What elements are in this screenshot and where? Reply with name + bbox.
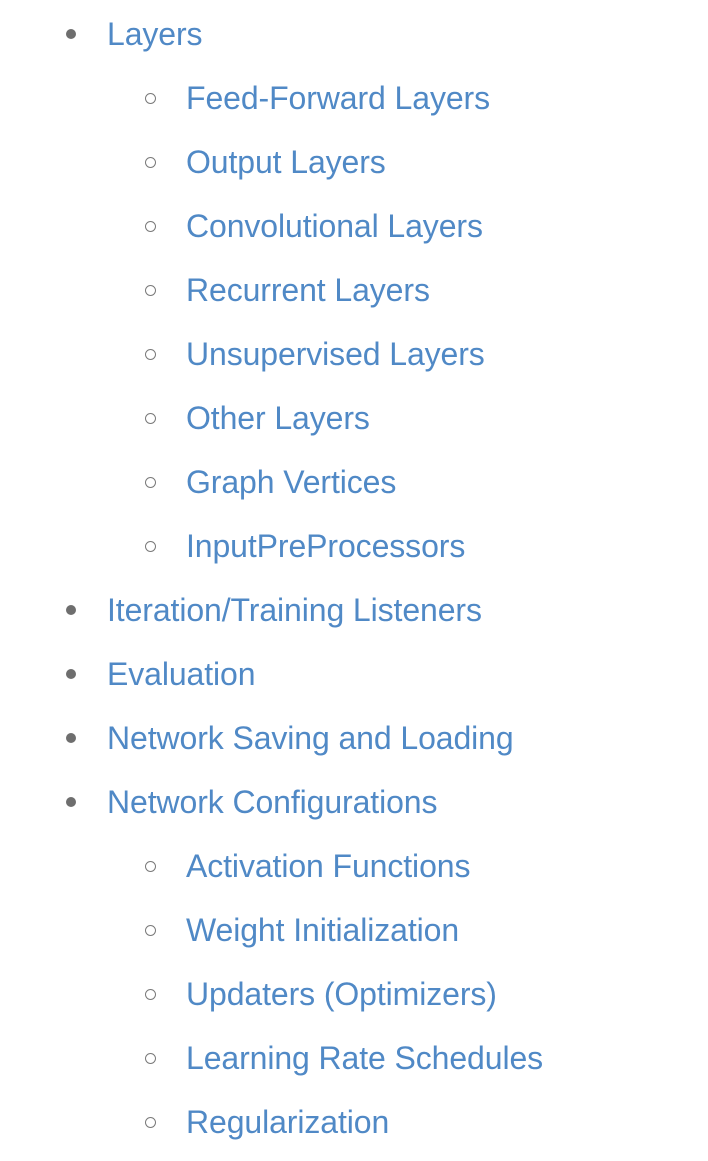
toc-item-network-saving-and-loading[interactable]: Network Saving and Loading [0,706,708,770]
toc-link-inputpreprocessors[interactable]: InputPreProcessors [186,528,466,564]
toc-subitem-graph-vertices[interactable]: Graph Vertices [0,450,708,514]
bullet-circle-icon [145,284,156,296]
toc-item-evaluation[interactable]: Evaluation [0,642,708,706]
toc-item-iteration-training-listeners[interactable]: Iteration/Training Listeners [0,578,708,642]
toc-link-activation-functions[interactable]: Activation Functions [186,848,471,884]
toc-subitem-feed-forward-layers[interactable]: Feed-Forward Layers [0,66,708,130]
bullet-circle-icon [145,1052,156,1064]
bullet-circle-icon [145,924,156,936]
toc-subitem-activation-functions[interactable]: Activation Functions [0,834,708,898]
toc-link-feed-forward-layers[interactable]: Feed-Forward Layers [186,80,490,116]
toc-link-network-configurations[interactable]: Network Configurations [107,784,438,820]
bullet-circle-icon [145,1116,156,1128]
toc-item-network-configurations[interactable]: Network Configurations [0,770,708,834]
bullet-disc-icon [66,605,76,615]
toc-link-recurrent-layers[interactable]: Recurrent Layers [186,272,430,308]
bullet-circle-icon [145,348,156,360]
toc-subitem-unsupervised-layers[interactable]: Unsupervised Layers [0,322,708,386]
bullet-circle-icon [145,860,156,872]
toc-link-convolutional-layers[interactable]: Convolutional Layers [186,208,483,244]
toc-link-learning-rate-schedules[interactable]: Learning Rate Schedules [186,1040,544,1076]
bullet-disc-icon [66,797,76,807]
toc-subitem-convolutional-layers[interactable]: Convolutional Layers [0,194,708,258]
toc-link-regularization[interactable]: Regularization [186,1104,390,1140]
bullet-circle-icon [145,156,156,168]
toc-subitem-regularization[interactable]: Regularization [0,1090,708,1154]
toc-link-layers[interactable]: Layers [107,16,203,52]
toc-link-updaters-optimizers[interactable]: Updaters (Optimizers) [186,976,497,1012]
bullet-disc-icon [66,29,76,39]
bullet-circle-icon [145,412,156,424]
toc-link-other-layers[interactable]: Other Layers [186,400,370,436]
toc-link-unsupervised-layers[interactable]: Unsupervised Layers [186,336,485,372]
toc-subitem-updaters-optimizers[interactable]: Updaters (Optimizers) [0,962,708,1026]
bullet-circle-icon [145,540,156,552]
bullet-circle-icon [145,476,156,488]
toc-subitem-inputpreprocessors[interactable]: InputPreProcessors [0,514,708,578]
toc-subitem-output-layers[interactable]: Output Layers [0,130,708,194]
bullet-circle-icon [145,220,156,232]
toc-link-output-layers[interactable]: Output Layers [186,144,386,180]
toc-link-network-saving-and-loading[interactable]: Network Saving and Loading [107,720,514,756]
bullet-disc-icon [66,669,76,679]
bullet-circle-icon [145,988,156,1000]
bullet-disc-icon [66,733,76,743]
toc-item-layers[interactable]: Layers [0,2,708,66]
toc-link-iteration-training-listeners[interactable]: Iteration/Training Listeners [107,592,482,628]
toc-subitem-recurrent-layers[interactable]: Recurrent Layers [0,258,708,322]
toc-link-evaluation[interactable]: Evaluation [107,656,256,692]
toc-link-graph-vertices[interactable]: Graph Vertices [186,464,397,500]
toc-subitem-weight-initialization[interactable]: Weight Initialization [0,898,708,962]
toc-subitem-other-layers[interactable]: Other Layers [0,386,708,450]
toc-subitem-learning-rate-schedules[interactable]: Learning Rate Schedules [0,1026,708,1090]
toc-link-weight-initialization[interactable]: Weight Initialization [186,912,460,948]
bullet-circle-icon [145,92,156,104]
